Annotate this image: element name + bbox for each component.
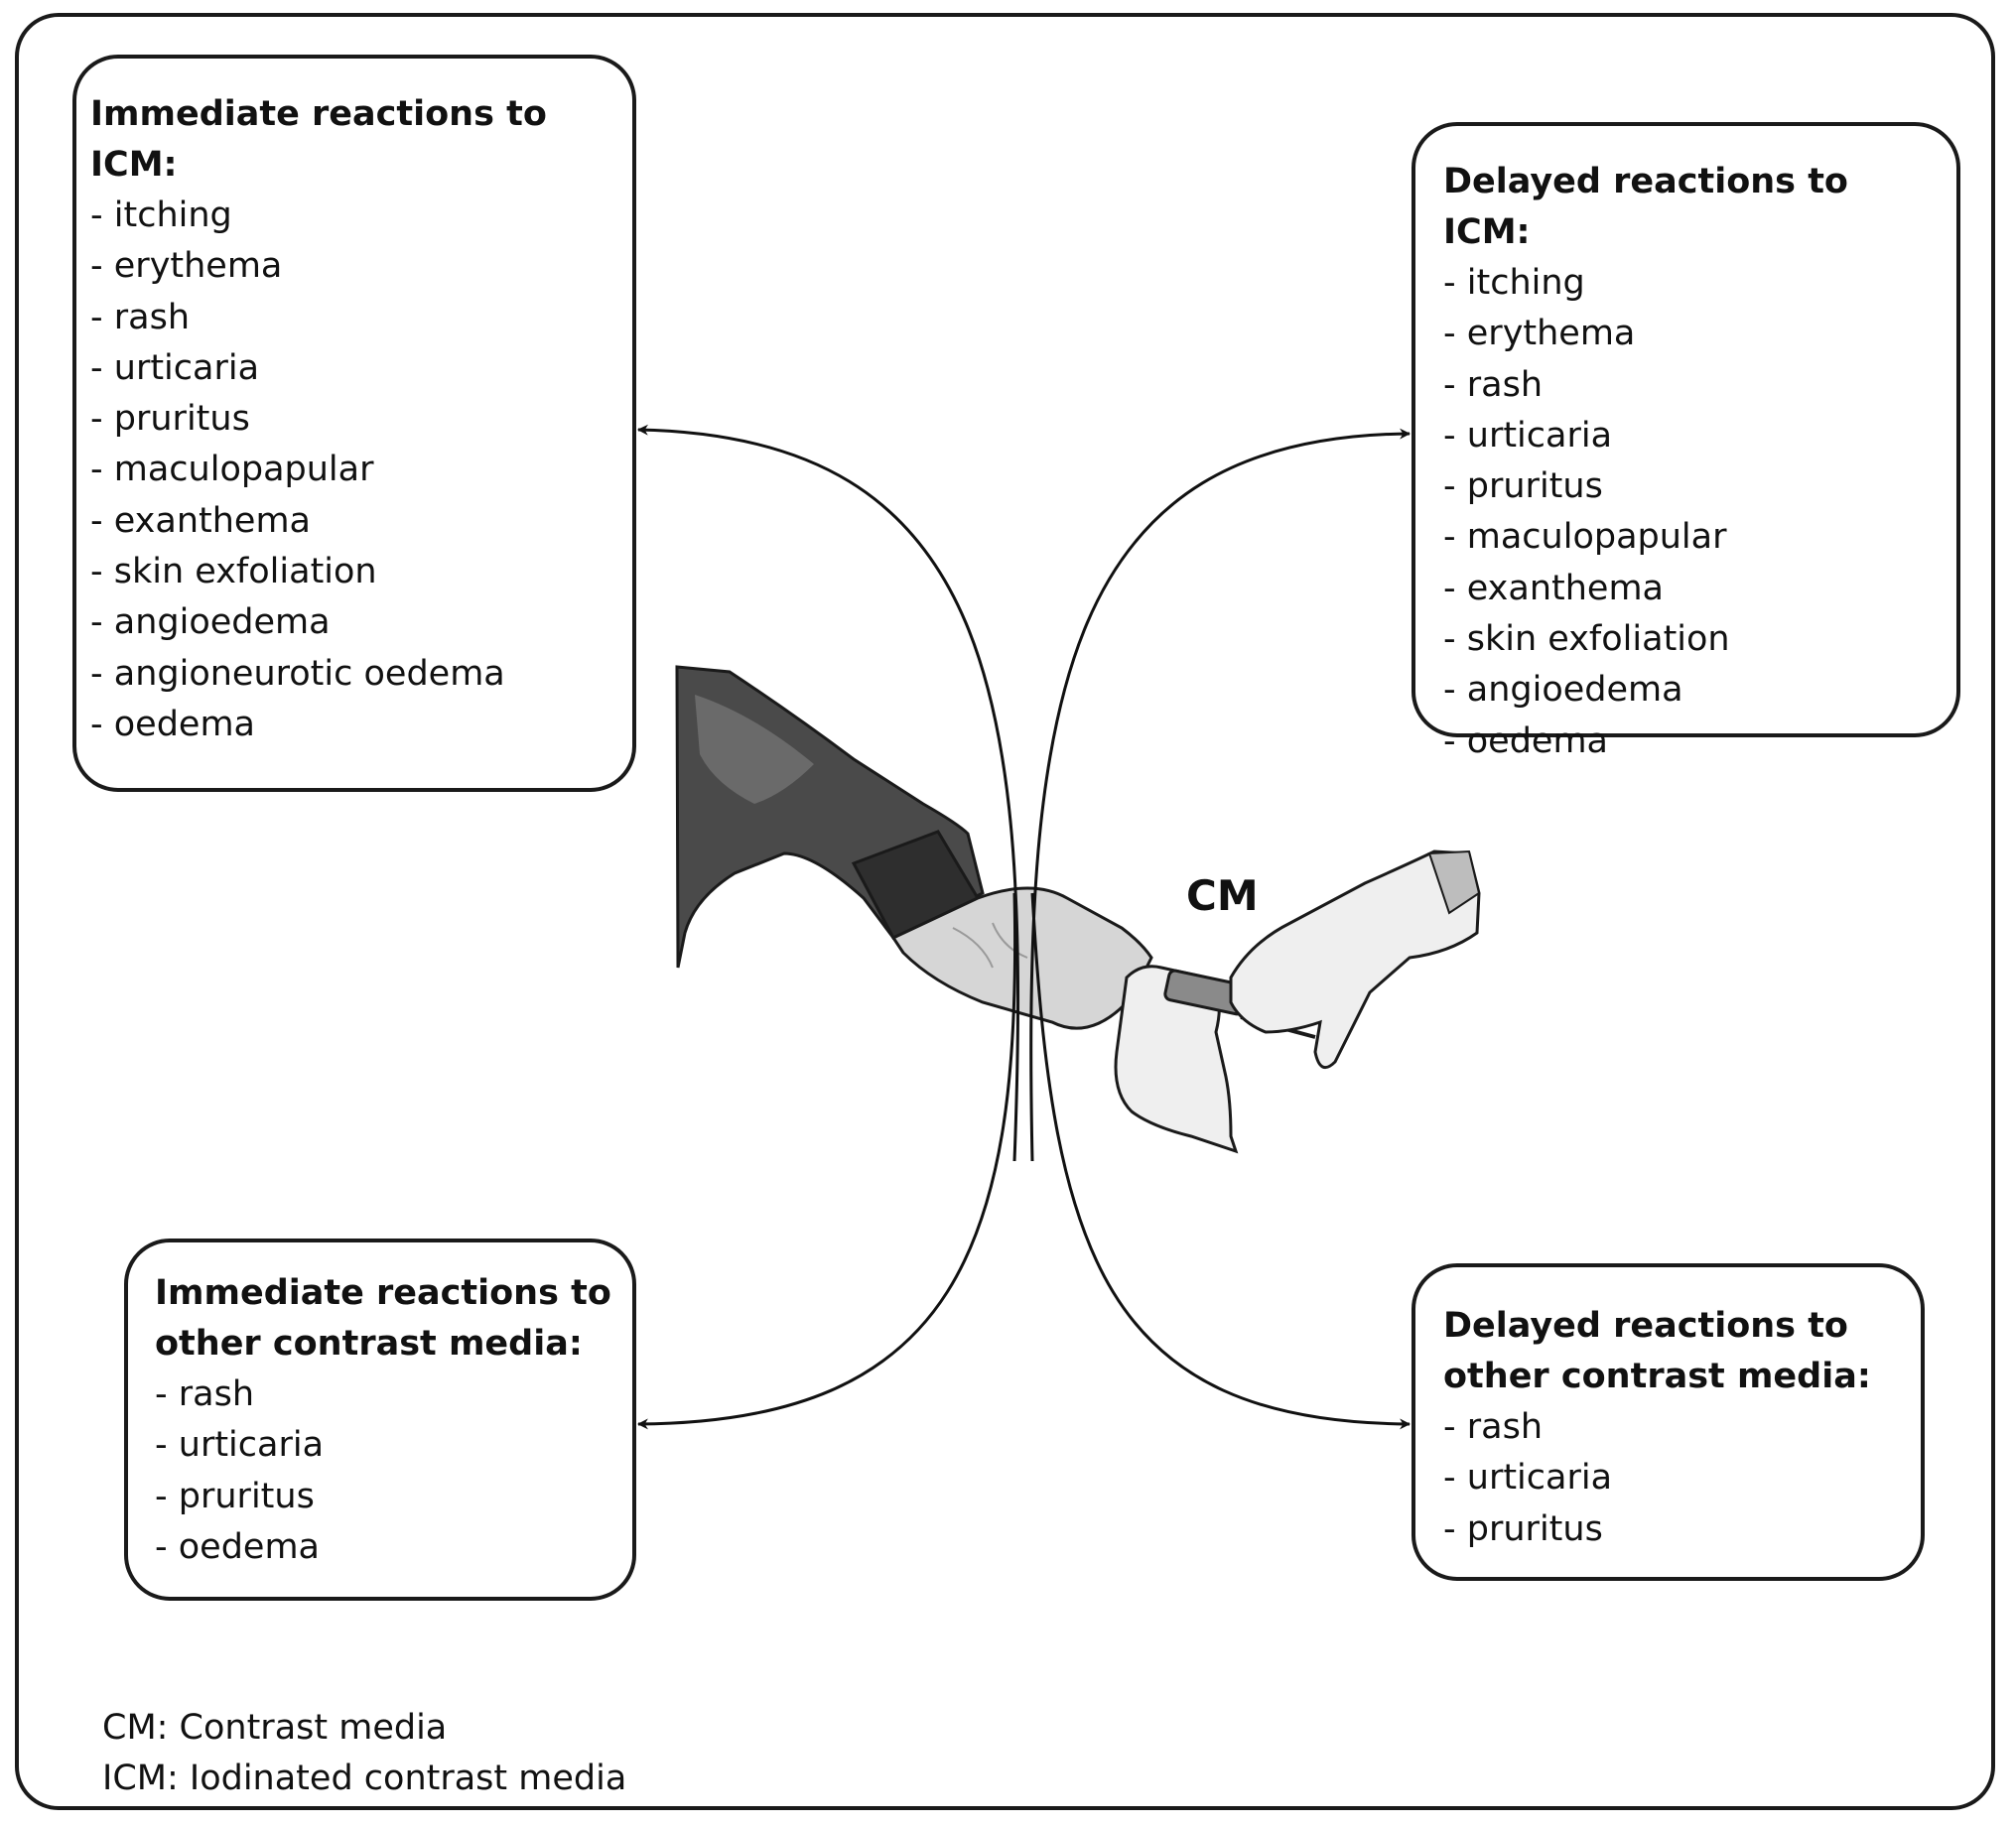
cm-label: CM: [1186, 871, 1259, 920]
delayed-other-list: rash urticaria pruritus: [1443, 1402, 1911, 1555]
list-item: urticaria: [155, 1420, 622, 1471]
list-item: urticaria: [1443, 411, 1947, 461]
immediate-icm-title: Immediate reactions to ICM:: [90, 94, 547, 185]
legend: CM: Contrast media ICM: Iodinated contra…: [102, 1703, 626, 1804]
list-item: angioneurotic oedema: [90, 649, 622, 700]
list-item: pruritus: [1443, 461, 1947, 512]
right-glove-cuff: [1427, 849, 1481, 915]
delayed-icm-title: Delayed reactions to ICM:: [1443, 162, 1848, 252]
delayed-other-title-line2: other contrast media:: [1443, 1357, 1871, 1396]
list-item: itching: [1443, 258, 1947, 309]
legend-icm: ICM: Iodinated contrast media: [102, 1759, 627, 1798]
list-item: oedema: [155, 1522, 622, 1573]
diagram-frame: [15, 13, 1995, 1810]
arrow-to-immediate-other: [636, 892, 1017, 1430]
list-item: pruritus: [90, 394, 622, 445]
arrow-to-delayed-icm: [1029, 428, 1411, 1162]
list-item: rash: [1443, 1402, 1911, 1453]
arrow-to-delayed-other: [1030, 892, 1411, 1430]
sleeve-highlight: [695, 695, 814, 804]
list-item: pruritus: [155, 1472, 622, 1522]
list-item: rash: [155, 1370, 622, 1420]
immediate-other-title-line2: other contrast media:: [155, 1324, 583, 1364]
list-item: angioedema: [90, 597, 622, 648]
delayed-icm-box: Delayed reactions to ICM: itching erythe…: [1411, 122, 1960, 761]
delayed-other-title-line1: Delayed reactions to: [1443, 1306, 1848, 1346]
list-item: erythema: [1443, 309, 1947, 359]
immediate-icm-list: itching erythema rash urticaria pruritus…: [90, 191, 622, 750]
arm-injection-illustration: [675, 665, 1481, 1154]
list-item: angioedema: [1443, 665, 1947, 716]
list-item: maculopapular: [1443, 512, 1947, 563]
immediate-other-list: rash urticaria pruritus oedema: [155, 1370, 622, 1573]
list-item: maculopapular: [90, 445, 622, 495]
immediate-icm-box: Immediate reactions to ICM: itching eryt…: [72, 55, 636, 792]
list-item: oedema: [90, 700, 622, 750]
list-item: erythema: [90, 241, 622, 292]
immediate-other-title-line1: Immediate reactions to: [155, 1273, 611, 1313]
delayed-icm-list: itching erythema rash urticaria pruritus…: [1443, 258, 1947, 767]
delayed-other-box: Delayed reactions to other contrast medi…: [1411, 1263, 1925, 1581]
list-item: skin exfoliation: [1443, 614, 1947, 665]
list-item: rash: [1443, 360, 1947, 411]
right-glove: [1229, 849, 1481, 1070]
list-item: itching: [90, 191, 622, 241]
list-item: urticaria: [90, 343, 622, 394]
list-item: urticaria: [1443, 1453, 1911, 1503]
list-item: pruritus: [1443, 1504, 1911, 1555]
list-item: oedema: [1443, 717, 1947, 767]
list-item: skin exfoliation: [90, 547, 622, 597]
list-item: exanthema: [1443, 564, 1947, 614]
left-glove: [1114, 965, 1239, 1154]
list-item: rash: [90, 293, 622, 343]
forearm-veins: [952, 922, 1028, 969]
legend-cm: CM: Contrast media: [102, 1708, 448, 1748]
immediate-other-box: Immediate reactions to other contrast me…: [124, 1239, 636, 1601]
list-item: exanthema: [90, 496, 622, 547]
arrow-to-immediate-icm: [636, 424, 1020, 1162]
